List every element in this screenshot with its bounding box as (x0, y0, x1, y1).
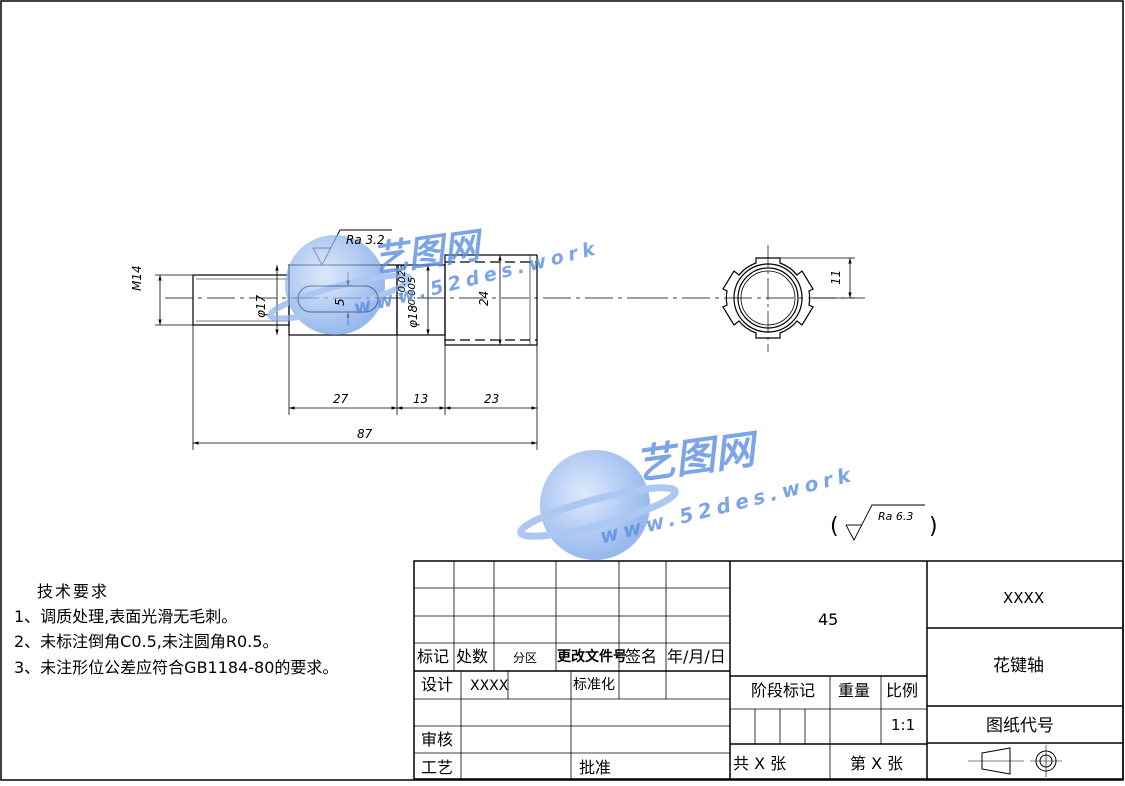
tb-review: 审核 (421, 730, 454, 749)
roughness-value: Ra 3.2 (346, 233, 385, 247)
tb-change-doc: 更改文件号 (557, 649, 627, 665)
general-roughness-value: Ra 6.3 (878, 510, 914, 523)
tb-design: 设计 (421, 675, 454, 694)
watermark-logo-1 (267, 235, 413, 335)
watermark-logo-2 (517, 450, 679, 560)
dim-key-width: 5 (333, 298, 347, 306)
roughness-close-paren: ) (929, 514, 938, 539)
spline-section (444, 254, 538, 346)
dim-length-27: 27 (333, 392, 349, 406)
tb-material: 45 (818, 610, 839, 629)
side-dimension (780, 257, 855, 299)
tb-stage-mark: 阶段标记 (751, 681, 816, 700)
tb-mark: 标记 (417, 647, 450, 666)
tech-requirement-1: 1、调质处理,表面光滑无毛刺。 (14, 607, 238, 626)
tech-requirement-2: 2、未标注倒角C0.5,未注圆角R0.5。 (14, 632, 279, 651)
tech-requirements-title: 技术要求 (37, 582, 110, 601)
dim-spline-diameter: 24 (477, 290, 491, 306)
projection-symbol (968, 745, 1062, 777)
dim-thread: M14 (130, 265, 144, 291)
tech-requirement-3: 3、未注形位公差应符合GB1184-80的要求。 (14, 658, 339, 677)
spline-side-view (722, 245, 814, 352)
tb-zone: 分区 (513, 651, 538, 665)
spline-profile (722, 257, 814, 339)
tb-process: 工艺 (421, 758, 454, 777)
dim-side-11: 11 (829, 269, 843, 285)
dim-length-13: 13 (413, 392, 429, 406)
front-dimensions (155, 255, 538, 450)
tb-count: 处数 (456, 647, 489, 666)
tb-standardize: 标准化 (573, 677, 615, 693)
dim-length-23: 23 (484, 392, 500, 406)
tb-date: 年/月/日 (667, 647, 726, 666)
tb-scale-label: 比例 (886, 681, 919, 700)
tb-signature: 签名 (625, 647, 658, 666)
dim-total-length: 87 (357, 427, 373, 441)
tb-sheet-number: 第 X 张 (850, 754, 904, 773)
dim-tolerance-diameter: φ18 (406, 304, 420, 328)
tb-part-name: 花键轴 (993, 656, 1044, 676)
general-roughness (845, 504, 925, 541)
tb-designer: XXXX (470, 678, 509, 694)
tb-weight: 重量 (838, 681, 871, 700)
tb-drawing-number-label: 图纸代号 (986, 716, 1054, 736)
dim-shaft-diameter: φ17 (254, 294, 268, 318)
roughness-open-paren: ( (830, 514, 839, 539)
tb-part-code: XXXX (1003, 589, 1045, 607)
tb-scale: 1:1 (891, 716, 916, 734)
tb-sheets-total: 共 X 张 (733, 754, 787, 773)
title-block-grid (413, 560, 1124, 780)
tb-approve: 批准 (579, 758, 612, 777)
